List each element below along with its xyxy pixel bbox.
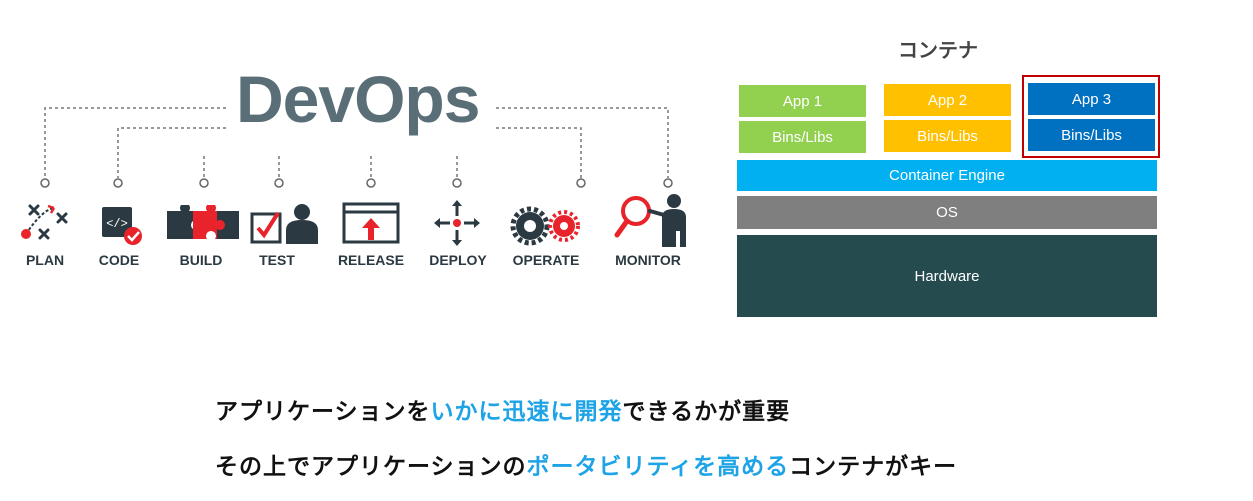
stage-label-plan: PLAN <box>25 252 65 268</box>
devops-connector-lines <box>40 107 673 188</box>
build-icon <box>167 205 239 239</box>
message-line-2: その上でアプリケーションのポータビリティを高めるコンテナがキー <box>215 447 957 481</box>
container-title: コンテナ <box>898 38 978 62</box>
app1-box: App 1 <box>739 85 866 117</box>
operate-icon <box>510 206 580 246</box>
app3-highlight-frame <box>1022 75 1160 158</box>
stage-label-monitor: MONITOR <box>615 252 681 268</box>
message-line-2-highlight: ポータビリティを高める <box>526 454 790 480</box>
code-icon: </> <box>102 207 142 245</box>
stage-label-operate: OPERATE <box>512 252 580 268</box>
stage-label-release: RELEASE <box>337 252 405 268</box>
hardware-box: Hardware <box>737 235 1157 317</box>
stage-label-deploy: DEPLOY <box>429 252 487 268</box>
app1-libs-box: Bins/Libs <box>739 121 866 153</box>
stage-label-code: CODE <box>98 252 140 268</box>
message-line-1-pre: アプリケーションを <box>215 399 431 425</box>
release-icon <box>342 202 400 244</box>
plan-icon <box>21 204 68 240</box>
stage-label-build: BUILD <box>179 252 223 268</box>
app2-libs-box: Bins/Libs <box>884 120 1011 152</box>
devops-title: DevOps <box>236 62 480 136</box>
message-line-1-post: できるかが重要 <box>622 399 791 425</box>
svg-text:</>: </> <box>106 217 128 231</box>
app3-box: App 3 <box>1028 83 1155 115</box>
os-box: OS <box>737 196 1157 229</box>
message-line-1: アプリケーションをいかに迅速に開発できるかが重要 <box>215 392 790 426</box>
test-icon <box>250 204 318 244</box>
deploy-icon <box>434 200 480 246</box>
message-line-2-pre: その上でアプリケーションの <box>215 454 527 480</box>
message-line-2-post: コンテナがキー <box>789 454 958 480</box>
monitor-icon <box>614 194 686 247</box>
app3-libs-box: Bins/Libs <box>1028 119 1155 151</box>
devops-graphic: DevOps </> <box>0 0 720 300</box>
app2-box: App 2 <box>884 84 1011 116</box>
message-line-1-highlight: いかに迅速に開発 <box>430 399 623 425</box>
container-engine-box: Container Engine <box>737 160 1157 191</box>
stage-label-test: TEST <box>259 252 295 268</box>
